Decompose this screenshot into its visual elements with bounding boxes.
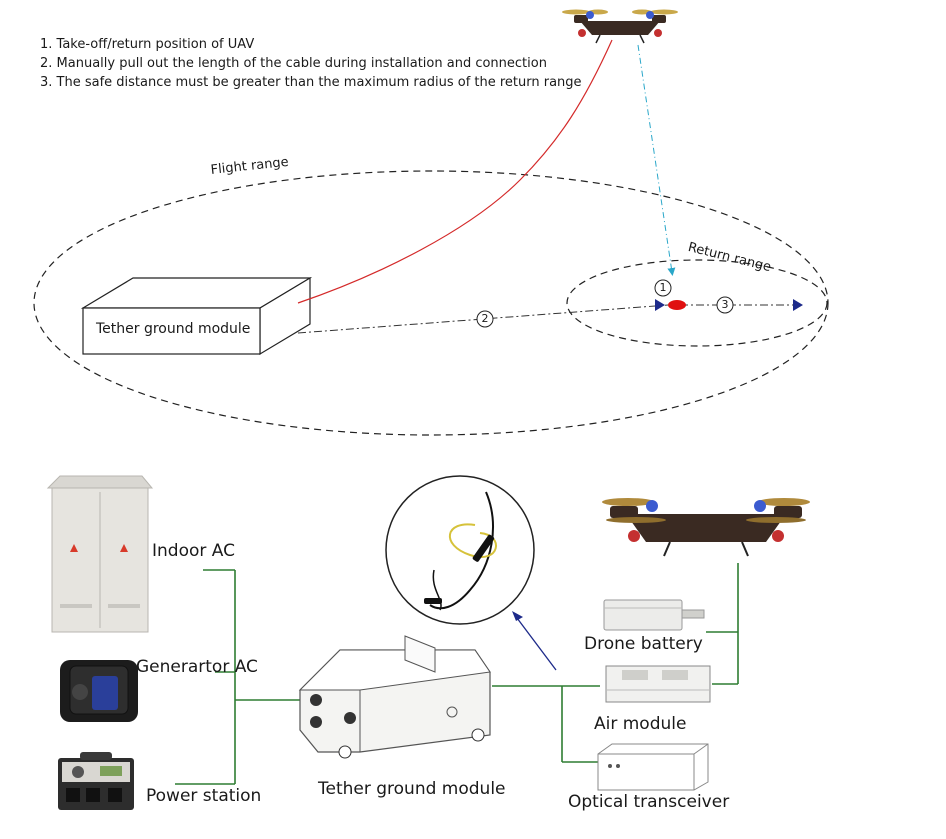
drone-battery-icon xyxy=(603,599,705,631)
drone-battery-label: Drone battery xyxy=(584,634,703,654)
marker-2-circle xyxy=(476,310,494,328)
uav-drone-bottom-icon xyxy=(602,498,810,557)
inset-arrow-head xyxy=(512,611,523,621)
marker-1-label: 1 xyxy=(659,281,667,294)
ground-module-bottom-label: Tether ground module xyxy=(318,779,506,799)
flight-range-ellipse xyxy=(33,170,829,436)
arrow-left xyxy=(655,299,665,311)
note-2: 2. Manually pull out the length of the c… xyxy=(40,56,547,71)
generator-icon xyxy=(60,660,138,722)
power-station-icon xyxy=(58,752,134,810)
indoor-ac-label: Indoor AC xyxy=(152,541,235,561)
landing-guide-line xyxy=(637,44,676,276)
cable-inset xyxy=(385,475,535,625)
marker-2-label: 2 xyxy=(481,312,489,325)
ground-module-box xyxy=(80,276,313,356)
tether-ground-module-icon xyxy=(298,635,491,759)
generator-ac-label: Generartor AC xyxy=(136,657,258,677)
marker-3-circle xyxy=(716,296,734,314)
optical-transceiver-icon xyxy=(597,743,709,791)
inset-arrow-line xyxy=(513,613,557,671)
air-module-icon xyxy=(605,665,711,703)
marker-1-circle xyxy=(654,279,672,297)
return-range-ellipse xyxy=(566,259,828,347)
landing-spot xyxy=(668,300,686,310)
power-links xyxy=(175,569,300,785)
optical-transceiver-label: Optical transceiver xyxy=(568,792,730,812)
data-links xyxy=(492,563,739,763)
note-3: 3. The safe distance must be greater tha… xyxy=(40,75,582,90)
arrow-right xyxy=(793,299,803,311)
air-module-label: Air module xyxy=(594,714,687,734)
uav-drone-top-icon xyxy=(562,9,678,44)
indoor-ac-cabinet-icon xyxy=(46,475,154,633)
power-station-label: Power station xyxy=(146,786,262,806)
ground-module-top-label: Tether ground module xyxy=(96,321,251,337)
marker-3-label: 3 xyxy=(721,298,729,311)
note-1: 1. Take-off/return position of UAV xyxy=(40,37,255,52)
tether-cable xyxy=(297,39,613,304)
distance-line xyxy=(297,304,669,334)
